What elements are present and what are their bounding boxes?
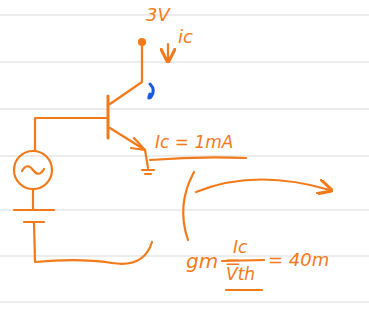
underline (150, 157, 246, 160)
emitter-arrow (131, 138, 145, 150)
handwritten-note: Ic = 1mA (155, 133, 233, 152)
collector-lead (110, 44, 142, 104)
underline (226, 289, 262, 291)
handwritten-note: 3V (146, 5, 170, 25)
handwritten-note: Vth (226, 265, 255, 284)
ac-source (14, 151, 52, 189)
current-arrow (167, 44, 169, 60)
curved-arrow (196, 179, 330, 192)
handwritten-note: Ic (233, 238, 247, 257)
ruled-lines (0, 15, 369, 302)
pen-mark (149, 84, 154, 98)
handwritten-note: = 40m (268, 250, 329, 270)
bracket (183, 172, 194, 240)
source-wire (32, 189, 34, 210)
ground-symbol (142, 170, 154, 174)
emitter-lead (110, 128, 148, 168)
battery-long-plate (14, 209, 54, 211)
return-wire (34, 222, 152, 264)
handwritten-note: ic (178, 27, 193, 47)
transistor-circuit (14, 39, 330, 290)
base-wire (35, 118, 108, 150)
sine-symbol (22, 166, 44, 174)
